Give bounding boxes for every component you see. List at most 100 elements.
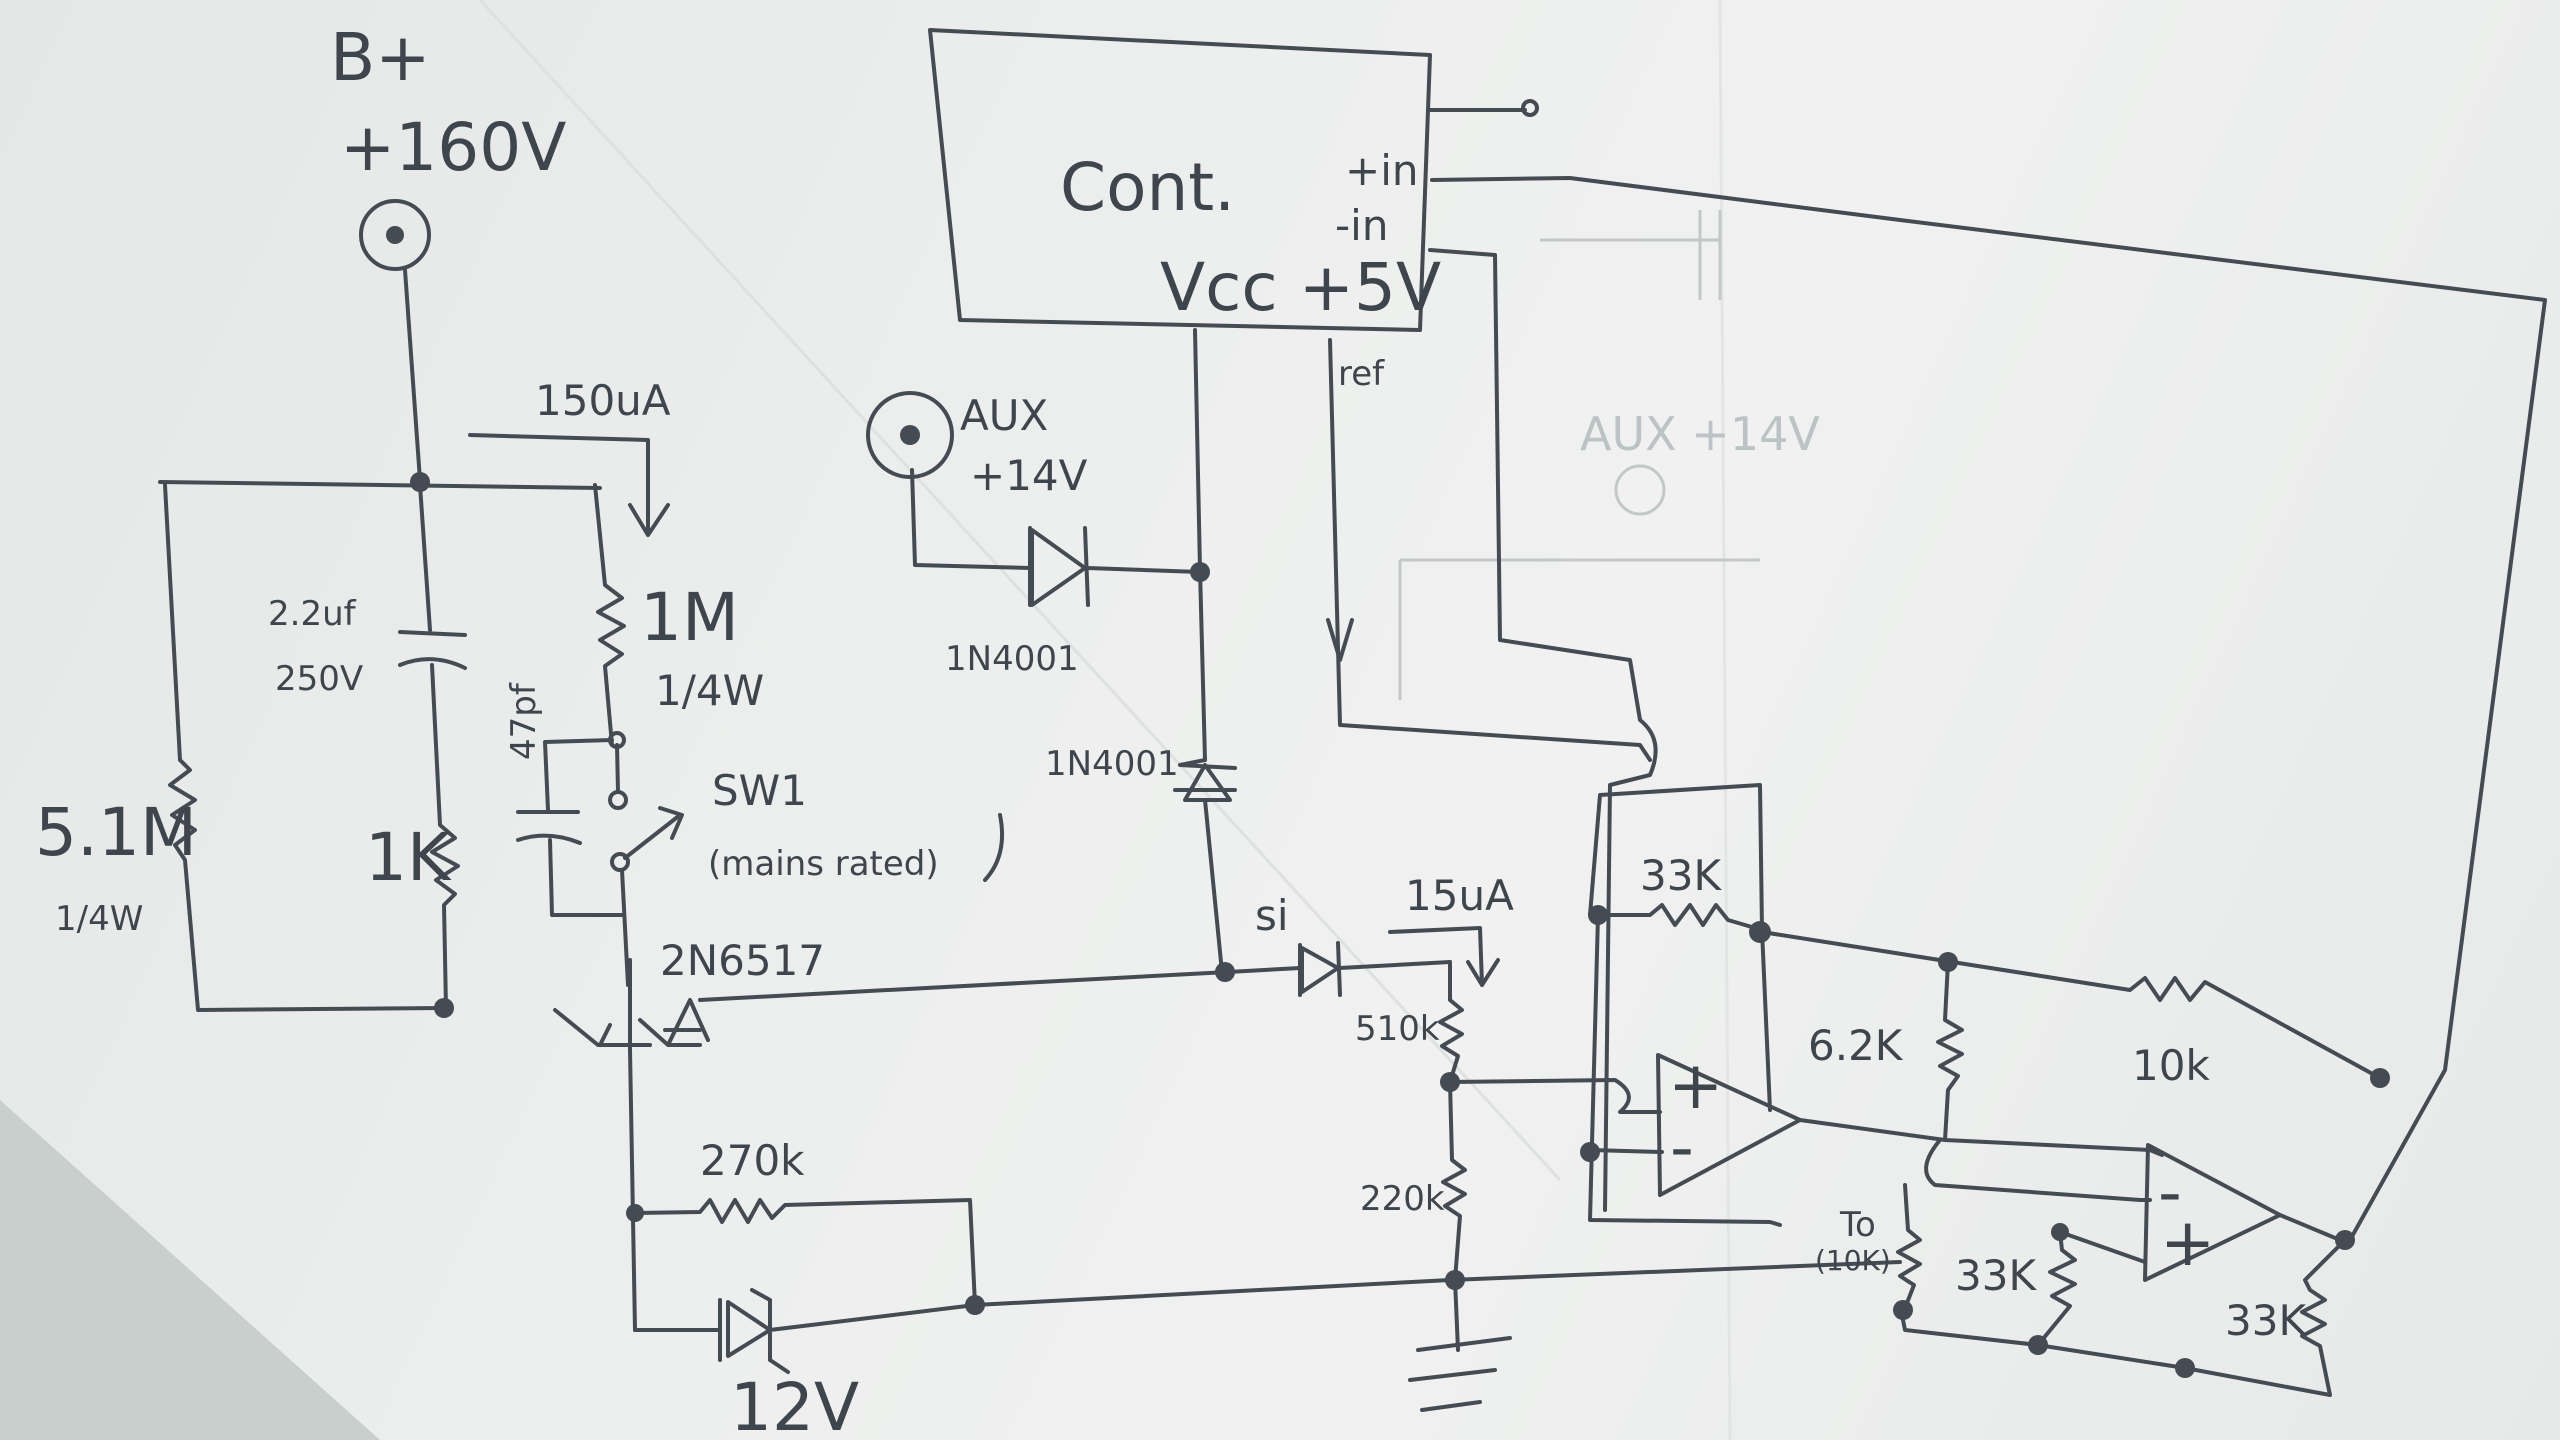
plus-in-wire — [1430, 176, 2547, 1242]
resistor-33k-right — [2183, 1238, 2347, 1397]
wire — [1798, 1118, 2164, 1157]
transistor-2n6517 — [553, 998, 710, 1047]
wire — [628, 1048, 637, 1332]
cap-47pf-label: 47pf — [504, 682, 544, 760]
r1m-label: 1M — [640, 579, 739, 656]
aux-voltage-label: +14V — [970, 451, 1088, 500]
r1k-label: 1K — [365, 819, 452, 896]
junction — [434, 998, 454, 1018]
diode-1n4001-aux — [910, 468, 1202, 607]
ghost-aux-label: AUX +14V — [1580, 407, 1820, 461]
r33k-right-label: 33K — [2225, 1296, 2307, 1345]
aux-label: AUX — [960, 391, 1048, 440]
junction — [1580, 1142, 1600, 1162]
r510k-label: 510k — [1355, 1009, 1440, 1049]
r5-1m-label: 5.1M — [35, 794, 197, 871]
resistor-1k — [430, 663, 460, 1010]
junction — [2175, 1358, 2195, 1378]
r1m-wattage: 1/4W — [655, 666, 764, 715]
r5-1m-wattage: 1/4W — [55, 899, 143, 939]
resistor-trim-10k — [1896, 1183, 1922, 1310]
junction — [1215, 962, 1235, 982]
cap-2-2uf-value: 2.2uf — [268, 594, 357, 634]
opamp2-minus: - — [2158, 1154, 2182, 1231]
resistor-33k-top — [1593, 903, 1764, 932]
opamp2-plus: + — [2160, 1204, 2215, 1281]
wire — [1588, 783, 1772, 1112]
junction — [410, 472, 430, 492]
wire — [698, 970, 1230, 1002]
wire — [158, 480, 602, 490]
pin-plus-in: +in — [1345, 146, 1418, 195]
bplus-terminal — [359, 199, 431, 271]
resistor-10k — [1760, 930, 2382, 1080]
si-label: si — [1255, 891, 1289, 940]
r270k-label: 270k — [700, 1136, 805, 1185]
current-15-label: 15uA — [1405, 871, 1514, 920]
switch-sw1 — [615, 743, 684, 860]
opamp-1 — [1656, 1053, 1802, 1197]
resistor-1m — [593, 483, 626, 747]
ghost-drawing: AUX +14V — [1398, 210, 1820, 700]
ref-arrow — [1326, 618, 1354, 662]
bplus-label: B+ — [330, 19, 431, 96]
wire — [403, 268, 422, 482]
sw1-label: SW1 — [712, 766, 807, 815]
controller-label: Cont. — [1060, 149, 1235, 226]
opamp1-plus: + — [1668, 1047, 1723, 1124]
vcc-wire — [1193, 328, 1207, 762]
diode-si — [1226, 941, 1452, 997]
wire — [418, 483, 432, 632]
minus-in-wire — [1428, 248, 1658, 1212]
junction — [2028, 1335, 2048, 1355]
junction — [2370, 1068, 2390, 1088]
voltage-160-label: +160V — [340, 109, 566, 186]
zener-label: 12V — [730, 1369, 859, 1440]
paper-fold — [1718, 0, 1732, 1440]
paper-fold — [478, 0, 1562, 1182]
wire — [2278, 1213, 2342, 1242]
switch-contact — [608, 790, 628, 810]
paper-shadow — [0, 1100, 380, 1440]
wire — [1924, 1138, 2152, 1202]
r33k-mid-label: 33K — [1955, 1251, 2037, 1300]
resistor-270k — [633, 1198, 977, 1307]
junction — [1893, 1300, 1913, 1320]
capacitor-47pf — [516, 738, 624, 917]
current-arrow — [468, 433, 670, 537]
r33k-top-label: 33K — [1640, 851, 1722, 900]
r6-2k-label: 6.2K — [1808, 1021, 1904, 1070]
capacitor-2-2uf — [398, 630, 467, 670]
paren-mark — [983, 813, 1005, 882]
wire — [1588, 913, 1782, 1227]
junction — [1445, 1270, 1465, 1290]
trim-label-b: (10K) — [1815, 1244, 1891, 1277]
transistor-label: 2N6517 — [660, 936, 825, 985]
resistor-6-2k — [1936, 960, 1964, 1142]
current-150-label: 150uA — [535, 376, 671, 425]
zener-12v — [633, 1288, 977, 1374]
resistor-5-1m — [163, 483, 447, 1012]
wire — [1448, 1078, 1662, 1114]
divider-510k-220k — [1438, 960, 1467, 1352]
controller-block — [928, 28, 1432, 332]
aux-terminal — [866, 391, 954, 479]
ref-label: ref — [1338, 354, 1385, 394]
cap-2-2uf-voltage: 250V — [275, 659, 363, 699]
unused-pin — [1521, 99, 1539, 117]
diode-1n4001-vcc — [1173, 758, 1237, 974]
r10k-label: 10k — [2132, 1041, 2210, 1090]
opamp-2 — [2143, 1143, 2282, 1282]
d1n4001-b-label: 1N4001 — [1045, 744, 1179, 784]
resistor-33k-mid — [2036, 1230, 2077, 1347]
wire — [620, 868, 632, 1052]
wire — [973, 1260, 1902, 1307]
ref-wire — [1328, 338, 1652, 762]
d1n4001-a-label: 1N4001 — [945, 639, 1079, 679]
r220k-label: 220k — [1360, 1179, 1445, 1219]
trim-label-a: To — [1839, 1205, 1876, 1245]
opamp1-minus: - — [1670, 1109, 1694, 1186]
current-arrow — [1388, 926, 1500, 987]
